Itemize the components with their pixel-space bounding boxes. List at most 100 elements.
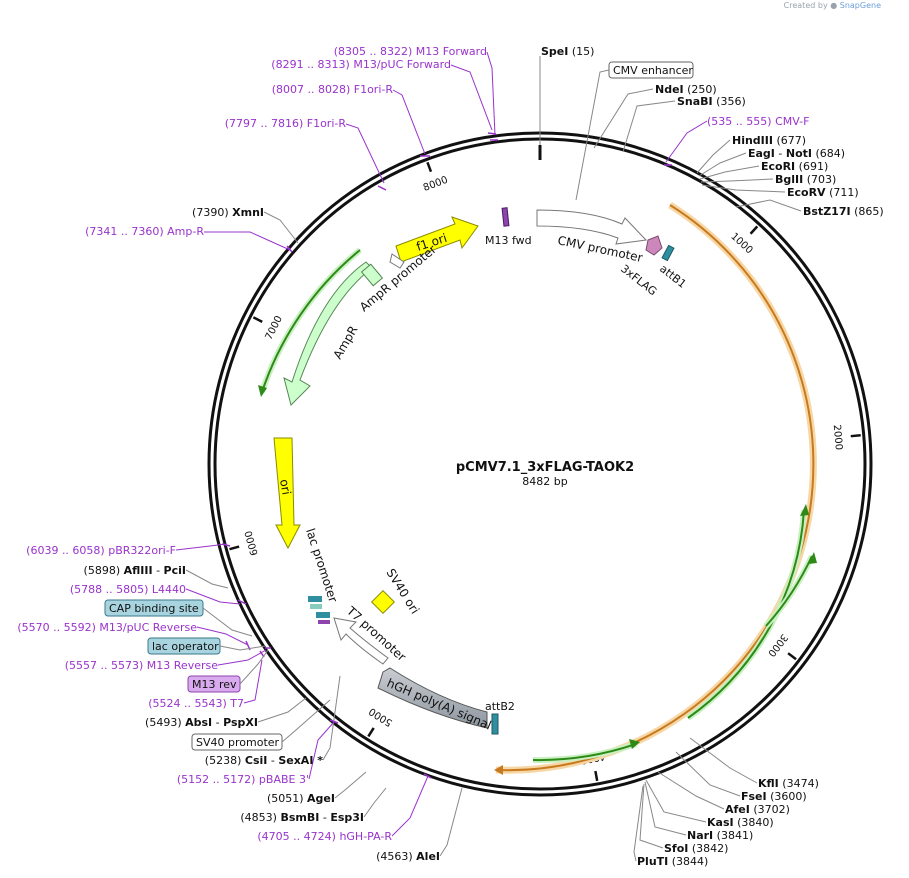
leader-line (675, 751, 741, 797)
primer-site (286, 245, 293, 253)
primer-label: (8291 .. 8313) M13/pUC Forward (271, 58, 451, 71)
three-x-flag-label: 3xFLAG (618, 262, 659, 298)
site-label-ndei: NdeI (250) (655, 83, 717, 96)
primer-leader (243, 659, 263, 704)
scale-tick-label: 3000 (765, 632, 789, 659)
leader-line (439, 787, 463, 857)
snapgene-credit: Created by ● SnapGene (784, 1, 881, 10)
ampr-orf-head (258, 385, 267, 397)
ampr-promoter-box (360, 263, 384, 287)
leader-line (593, 88, 654, 149)
scale-tick-label: 8000 (422, 175, 450, 194)
credit-text: Created by (783, 1, 828, 10)
site-label-bstz17i: BstZ17I (865) (803, 205, 884, 218)
scale-tick (426, 161, 433, 173)
primer-site (237, 599, 247, 605)
primer-leader (204, 231, 291, 251)
primer-label: (7341 .. 7360) Amp-R (85, 225, 204, 238)
site-label-xmni: (7390) XmnI (192, 206, 264, 219)
leader-line (696, 139, 731, 174)
hgh-polya-feature (377, 667, 488, 729)
leader-line (645, 779, 707, 823)
site-label-bglii: BglII (703) (775, 173, 836, 186)
attb1-marker (661, 244, 675, 262)
primer-label: (535 .. 555) CMV-F (707, 115, 809, 128)
primer-site (329, 719, 339, 724)
cmv-promoter-arrow (536, 209, 648, 245)
leader-line (575, 69, 610, 201)
boxed-label-cmv_enhancer: CMV enhancer (613, 64, 693, 77)
leader-line (219, 645, 266, 651)
site-label-pluti: PluTI (3844) (637, 855, 708, 868)
site-label-sfoi: SfoI (3842) (664, 842, 728, 855)
boxed-label-sv40_promoter: SV40 promoter (196, 736, 280, 749)
site-label-spei: SpeI (15) (541, 45, 594, 58)
sv40-promoter-arrow (333, 617, 389, 665)
m13-fwd-marker (501, 207, 510, 227)
plasmid-length: 8482 bp (522, 475, 567, 488)
primer-label: (5152 .. 5172) pBABE 3' (177, 773, 309, 786)
scale-tick (850, 434, 861, 438)
primer-label: (8007 .. 8028) F1ori-R (272, 83, 394, 96)
sv40-ori-box (370, 589, 396, 615)
site-label-ecori: EcoRI (691) (761, 160, 828, 173)
primer-site (377, 185, 387, 191)
scale-tick (252, 316, 263, 323)
leader-line (633, 785, 644, 862)
primer-leader (392, 89, 426, 155)
hgh-polya-label: hGH poly(A) signal (385, 676, 494, 733)
primer-leader (308, 721, 335, 780)
leader-line (239, 649, 269, 685)
leader-line (281, 699, 331, 743)
leader-lines (185, 56, 802, 862)
taok2-orf-arrowhead (494, 765, 503, 775)
primer-label: (5570 .. 5592) M13/pUC Reverse (17, 621, 197, 634)
site-label-eagi: EagI - NotI (684) (748, 147, 845, 160)
flag-tag (645, 235, 663, 256)
site-label-bsmbi: (4853) BsmBI - Esp3I (240, 811, 364, 824)
leader-line (639, 783, 664, 849)
site-label-kasi: KasI (3840) (707, 816, 774, 829)
annotation-labels: (8305 .. 8322) M13 Forward(8291 .. 8313)… (17, 45, 883, 868)
primer-label: (5788 .. 5805) L4440 (70, 583, 186, 596)
primer-label: (5524 .. 5543) T7 (148, 697, 244, 710)
scale-tick (594, 770, 599, 782)
leader-line (657, 771, 725, 810)
site-label-alei: (4563) AleI (376, 850, 440, 863)
primer-label: (7797 .. 7816) F1ori-R (225, 117, 347, 130)
ampr-arrow (283, 261, 373, 406)
inner-orf-head-3 (629, 739, 640, 749)
scale-tick-label: 5000 (367, 705, 394, 728)
m13-rev-marker (318, 620, 330, 624)
site-label-fsei: FseI (3600) (741, 790, 807, 803)
ori-arrow (273, 437, 301, 550)
lac-promoter-label: lac promoter (303, 527, 340, 604)
leader-line (202, 607, 253, 637)
cap-site-marker (310, 604, 322, 609)
site-label-nari: NarI (3841) (687, 829, 753, 842)
scale-tick-label: 6000 (243, 529, 260, 556)
sv40-ori-label: SV40 ori (383, 566, 422, 616)
scale-tick (229, 545, 240, 551)
primer-leader (391, 775, 429, 837)
site-label-afliii: (5898) AflIII - PciI (84, 564, 186, 577)
site-label-afei: AfeI (3702) (725, 803, 790, 816)
leader-line (689, 737, 758, 784)
inner-orf-arc-3-line (532, 743, 637, 762)
primer-label: (6039 .. 6058) pBR322ori-F (26, 544, 176, 557)
snapgene-logo-icon: ● (830, 1, 838, 10)
leader-line (622, 100, 676, 153)
leader-line (322, 675, 341, 761)
primer-label: (5557 .. 5573) M13 Reverse (65, 659, 218, 672)
leader-line (698, 152, 747, 177)
ampr-label: AmpR (330, 323, 360, 361)
plasmid-name: pCMV7.1_3xFLAG-TAOK2 (456, 460, 634, 475)
scale-tick (367, 727, 375, 738)
primer-leader (486, 51, 496, 136)
primer-leader (450, 64, 493, 131)
leader-line (263, 211, 299, 244)
attb1-label: attB1 (657, 262, 689, 291)
leader-line (257, 697, 307, 723)
lac-operator-marker (308, 596, 322, 602)
